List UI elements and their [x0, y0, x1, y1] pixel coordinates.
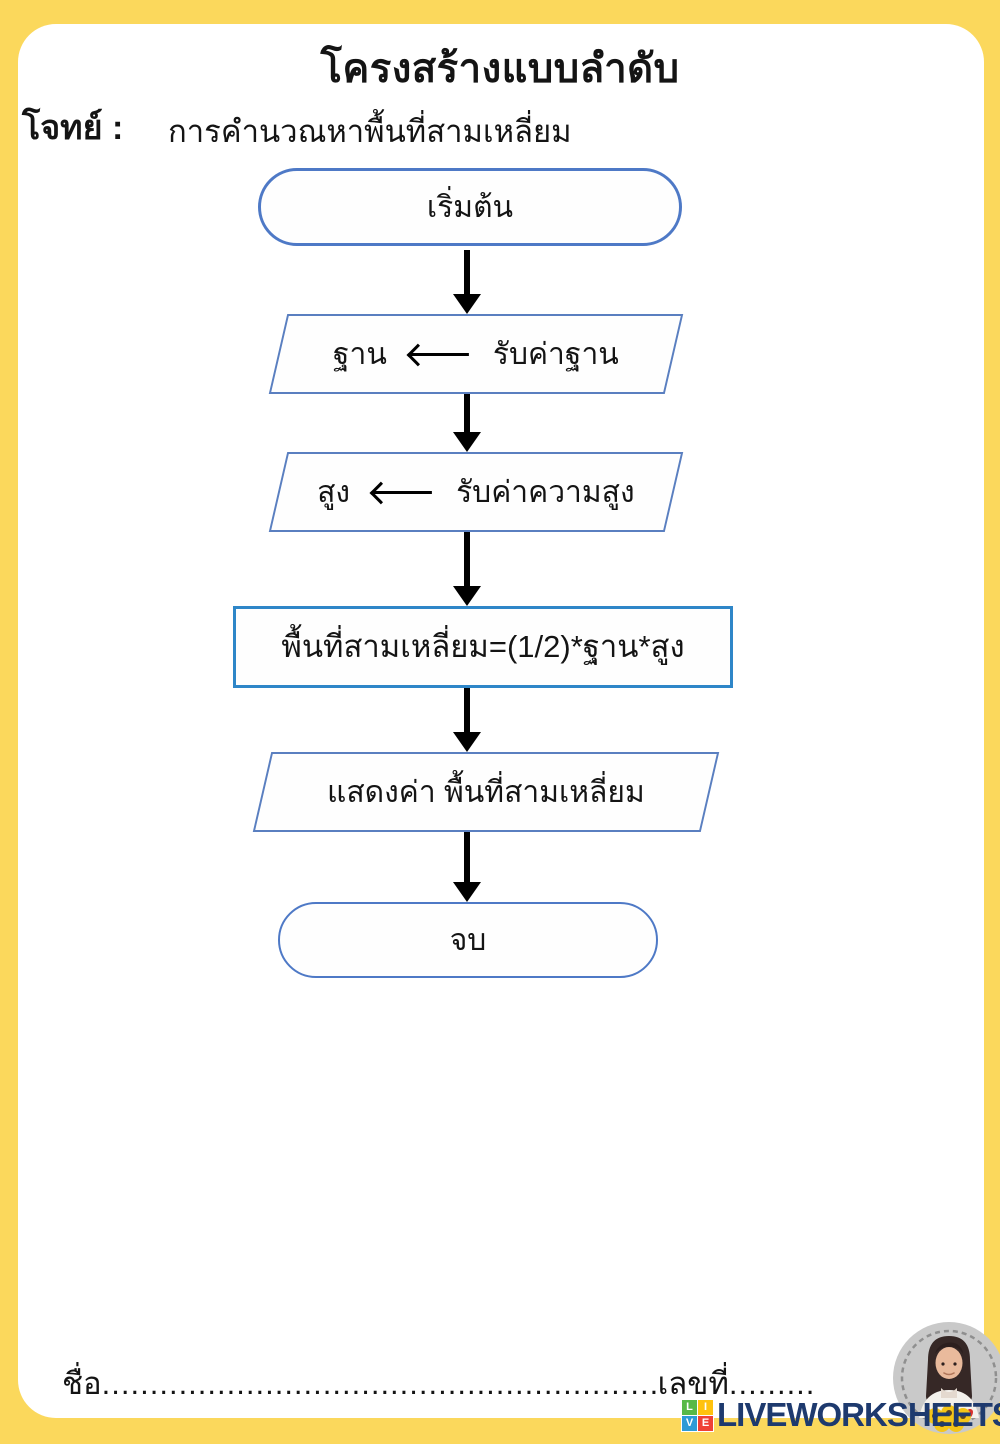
logo-block-e: E	[698, 1415, 713, 1431]
flow-node-process-formula: พื้นที่สามเหลี่ยม=(1/2)*ฐาน*สูง	[233, 606, 733, 688]
name-dotted-line: ........................................…	[101, 1366, 658, 1401]
number-label: เลขที่	[657, 1366, 729, 1401]
arrow-head	[453, 732, 481, 752]
flow-node-output-display: แสดงค่า พื้นที่สามเหลี่ยม	[252, 752, 720, 832]
arrow-head	[453, 432, 481, 452]
flow-node-start-label: เริ่มต้น	[426, 190, 514, 224]
page-title: โครงสร้างแบบลำดับ	[320, 47, 680, 91]
long-left-arrow-icon	[374, 490, 433, 494]
long-left-arrow-icon	[410, 352, 469, 356]
problem-label: โจทย์ :	[22, 109, 124, 147]
down-arrow-icon	[453, 688, 481, 752]
liveworksheets-logo[interactable]: L I V E LIVEWORKSHEETS	[681, 1396, 1000, 1434]
flow-node-end-label: จบ	[449, 923, 487, 957]
input-height-var: สูง	[317, 475, 351, 509]
arrow-head	[453, 294, 481, 314]
liveworksheets-blocks-icon: L I V E	[681, 1398, 714, 1432]
logo-block-l: L	[682, 1399, 697, 1415]
arrow-stem	[464, 832, 470, 882]
down-arrow-icon	[453, 250, 481, 314]
logo-block-v: V	[682, 1415, 697, 1431]
arrow-head	[453, 882, 481, 902]
flow-node-input-height: สูง รับค่าความสูง	[268, 452, 684, 532]
down-arrow-icon	[453, 532, 481, 606]
input-height-text: รับค่าความสูง	[456, 475, 635, 509]
name-label: ชื่อ	[62, 1366, 102, 1401]
down-arrow-icon	[453, 394, 481, 452]
arrow-stem	[464, 688, 470, 732]
flow-node-start: เริ่มต้น	[258, 168, 682, 246]
arrow-stem	[464, 532, 470, 586]
arrow-stem	[464, 394, 470, 432]
number-dotted-line: ....................	[728, 1366, 815, 1401]
logo-wordmark: LIVEWORKSHEETS	[717, 1396, 1000, 1433]
logo-block-i: I	[698, 1399, 713, 1415]
input-base-var: ฐาน	[333, 337, 387, 371]
sunflower-bouquet	[925, 1405, 973, 1432]
worksheet-sheet	[18, 24, 984, 1418]
output-display-label: แสดงค่า พื้นที่สามเหลี่ยม	[327, 775, 645, 809]
teacher-avatar	[893, 1322, 1000, 1434]
arrow-stem	[464, 250, 470, 294]
arrow-head	[453, 586, 481, 606]
down-arrow-icon	[453, 832, 481, 902]
input-base-text: รับค่าฐาน	[492, 337, 619, 371]
name-number-line: ชื่อ....................................…	[62, 1358, 822, 1408]
flow-node-end: จบ	[278, 902, 658, 978]
problem-text: การคำนวณหาพื้นที่สามเหลี่ยม	[168, 114, 572, 149]
flow-node-input-base: ฐาน รับค่าฐาน	[268, 314, 684, 394]
process-formula-label: พื้นที่สามเหลี่ยม=(1/2)*ฐาน*สูง	[281, 628, 685, 664]
